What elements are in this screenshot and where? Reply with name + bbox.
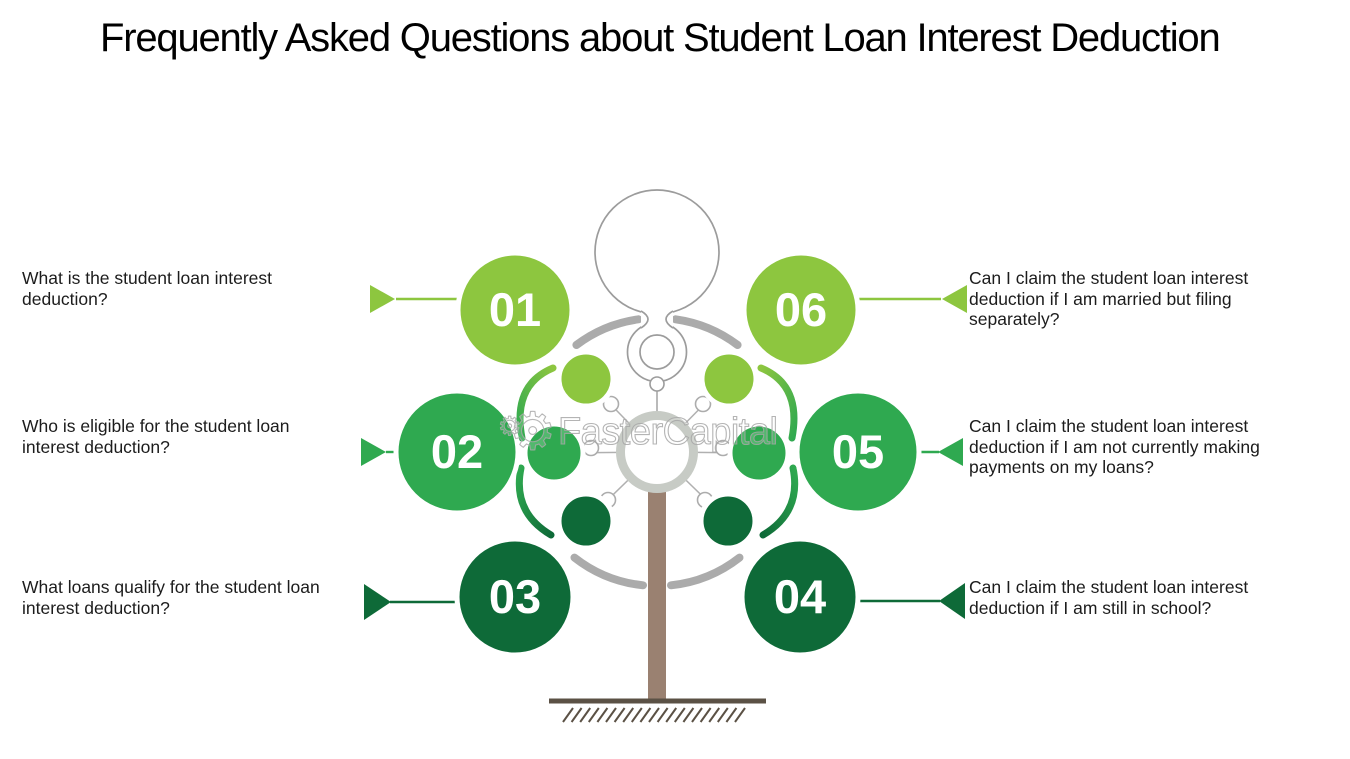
step-circle-05	[794, 388, 922, 516]
arrow-left-icon	[942, 285, 967, 313]
question-left-2: Who is eligible for the student loan int…	[22, 416, 290, 457]
step-number-03: 03	[489, 570, 541, 623]
decorative-arcs	[570, 315, 744, 590]
question-right-5: Can I claim the student loan interest de…	[969, 416, 1260, 477]
ground-hatching	[562, 707, 746, 723]
step-circle-06	[741, 250, 861, 370]
hub-ring	[616, 411, 698, 493]
step-number-04: 04	[774, 570, 826, 623]
step-number-06: 06	[775, 283, 827, 336]
arrow-right-icon	[370, 285, 395, 313]
arrow-left-icon	[938, 438, 963, 466]
tree-trunk	[648, 452, 666, 702]
arrow-right-icon	[364, 584, 391, 620]
question-left-1: What is the student loan interest deduct…	[22, 268, 272, 309]
question-right-4: Can I claim the student loan interest de…	[969, 577, 1249, 618]
question-right-6: Can I claim the student loan interest de…	[969, 268, 1249, 329]
step-circle-01	[455, 250, 575, 370]
vine-stems	[515, 364, 799, 539]
arrow-left-icon	[939, 583, 965, 619]
step-number-02: 02	[431, 425, 483, 478]
question-left-3: What loans qualify for the student loan …	[22, 577, 320, 618]
page-title: Frequently Asked Questions about Student…	[100, 16, 1221, 60]
step-circle-02	[393, 388, 521, 516]
step-circle-03	[454, 536, 576, 658]
step-number-05: 05	[832, 425, 884, 478]
step-number-01: 01	[489, 283, 541, 336]
step-circle-04	[739, 536, 861, 658]
satellite-circles	[522, 349, 791, 551]
arrow-right-icon	[361, 438, 386, 466]
tree-crown-outline	[594, 189, 720, 412]
